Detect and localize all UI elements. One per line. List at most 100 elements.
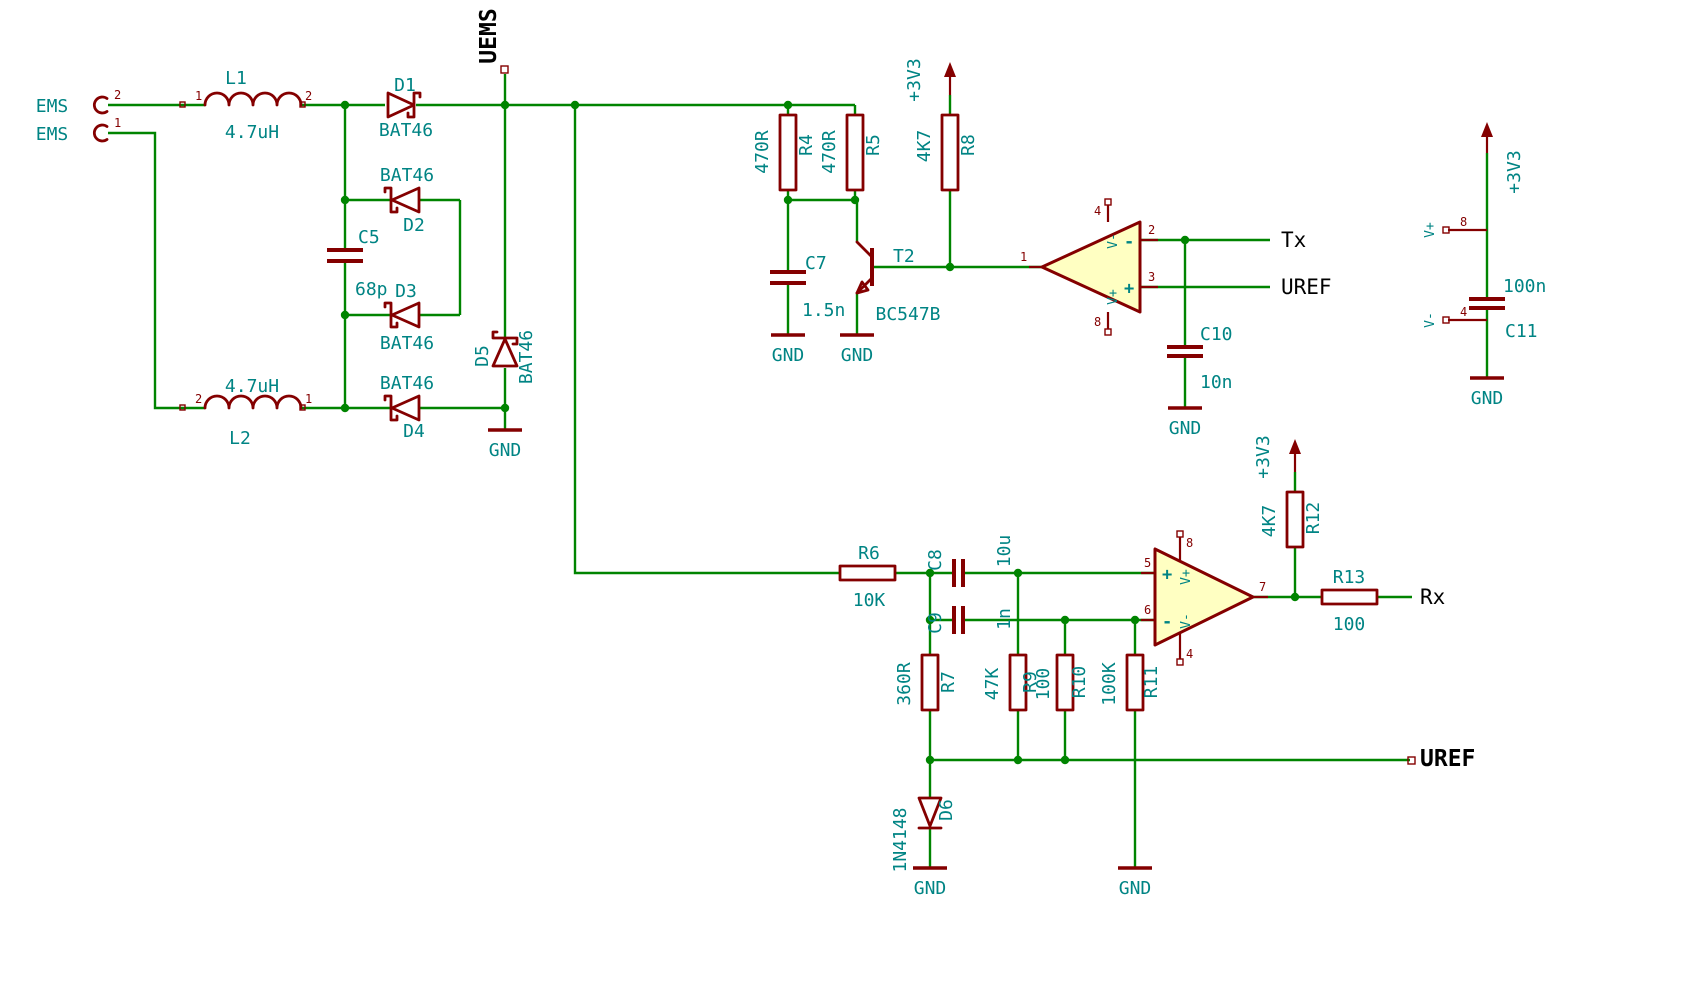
opamp-a-pin1: 1 <box>1020 250 1027 264</box>
capacitor-C10[interactable]: C10 10n <box>1167 324 1233 393</box>
diode-D1[interactable]: D1 BAT46 <box>379 75 433 141</box>
vminus-pin-number: 4 <box>1460 305 1467 319</box>
diode-D6[interactable]: D6 1N4148 <box>890 796 957 873</box>
nc-marker <box>1104 328 1112 336</box>
resistor-R9[interactable]: 47K R9 <box>982 653 1041 712</box>
capacitor-C5[interactable]: C5 68p <box>327 227 388 300</box>
resistor-R12[interactable]: 4K7 R12 <box>1259 490 1324 549</box>
power-pin-stubs <box>1448 228 1487 322</box>
inductor-coil <box>203 91 303 107</box>
opamp-power-pins[interactable]: V+ 8 V- 4 <box>1423 215 1487 328</box>
resistor-R7[interactable]: 360R R7 <box>894 653 959 712</box>
transistor-T2[interactable]: T2 BC547B <box>855 240 941 325</box>
opamp-a-vtop-label: V- <box>1106 233 1121 249</box>
power-3v3-c11: +3V3 <box>1481 122 1525 194</box>
opamp-b-inv-sign: - <box>1162 612 1172 632</box>
resistor-body <box>920 653 940 712</box>
pin-end-marker <box>299 404 306 411</box>
capacitor-C11[interactable]: 100n C11 <box>1469 276 1546 342</box>
vminus-pin-name: V- <box>1423 312 1438 328</box>
resistor-R4[interactable]: 470R R4 <box>752 113 817 192</box>
resistor-body <box>838 564 897 582</box>
R13-value: 100 <box>1333 614 1366 635</box>
power-arrow-head <box>944 62 956 77</box>
diode-cathode-bar <box>383 394 399 422</box>
gnd-label: GND <box>1169 418 1202 439</box>
nc-marker <box>1104 198 1112 206</box>
R12-value: 4K7 <box>1259 505 1280 538</box>
opamp-triangle <box>1153 547 1255 647</box>
net-label-uems[interactable]: UEMS <box>476 8 509 74</box>
opamp-a-noninv-sign: + <box>1124 279 1134 299</box>
inductor-L2[interactable]: 4.7uH L2 2 1 <box>179 376 312 449</box>
opamp-a-pin2: 2 <box>1148 223 1155 237</box>
opamp-b-noninv-sign: + <box>1162 565 1172 585</box>
gnd-symbol-t2: GND <box>840 333 874 366</box>
L2-pin-right: 1 <box>305 392 312 406</box>
diode-D5[interactable]: D5 BAT46 <box>472 330 537 384</box>
diode-cathode-bar <box>406 91 422 119</box>
opamp-a-vbot-label: V+ <box>1106 289 1121 305</box>
resistor-R6[interactable]: R6 10K <box>838 543 897 611</box>
C10-value: 10n <box>1200 372 1233 393</box>
v3v3-label: +3V3 <box>904 58 925 101</box>
gnd-label: GND <box>914 878 947 899</box>
resistor-body <box>1125 653 1145 712</box>
resistor-R8[interactable]: 4K7 R8 <box>914 113 979 192</box>
R11-value: 100K <box>1099 662 1120 706</box>
R4-value: 470R <box>752 130 773 174</box>
C11-value: 100n <box>1503 276 1546 297</box>
net-label-rx[interactable]: Rx <box>1420 585 1445 609</box>
capacitor-C8[interactable]: C8 10u <box>925 535 1015 587</box>
net-label-tx[interactable]: Tx <box>1281 228 1306 252</box>
diode-D4[interactable]: BAT46 D4 <box>380 373 434 442</box>
opamp-b-pin5: 5 <box>1144 556 1151 570</box>
capacitor-C7[interactable]: C7 1.5n <box>770 253 845 321</box>
gnd-label: GND <box>1119 878 1152 899</box>
vplus-pin-name: V+ <box>1423 222 1438 238</box>
capacitor-plates <box>327 248 363 263</box>
inductor-L1[interactable]: L1 4.7uH 1 2 <box>179 68 312 143</box>
resistor-R5[interactable]: 470R R5 <box>819 113 884 192</box>
connector-pin1-number: 1 <box>114 116 121 130</box>
R11-ref: R11 <box>1141 666 1162 699</box>
C5-value: 68p <box>355 279 388 300</box>
capacitor-plates <box>770 270 806 285</box>
connector-ems[interactable]: EMS EMS 2 1 <box>36 88 121 145</box>
opamp-a[interactable]: 1 2 3 4 8 - + V- V+ <box>1020 198 1158 336</box>
diode-triangle <box>390 301 421 329</box>
connector-label-ems-top: EMS <box>36 96 69 117</box>
resistor-R10[interactable]: 100 R10 <box>1033 653 1090 712</box>
R5-value: 470R <box>819 130 840 174</box>
capacitor-plates <box>952 606 965 634</box>
pin-end-marker <box>179 404 186 411</box>
net-label-uref-bottom[interactable]: UREF <box>1407 746 1475 772</box>
uems-label: UEMS <box>476 8 502 63</box>
pin-end-marker <box>1442 316 1450 324</box>
diode-D2[interactable]: BAT46 D2 <box>380 165 434 236</box>
net-label-uref-top[interactable]: UREF <box>1281 275 1332 299</box>
power-3v3-r8: +3V3 <box>904 58 956 102</box>
capacitor-C9[interactable]: C9 1n <box>925 606 1015 634</box>
nc-marker <box>1176 658 1184 666</box>
gnd-label: GND <box>489 440 522 461</box>
transistor-collector <box>855 240 874 259</box>
D3-ref: D3 <box>395 281 417 302</box>
R9-ref: R9 <box>1020 671 1041 693</box>
R5-ref: R5 <box>863 134 884 156</box>
R9-value: 47K <box>982 668 1003 701</box>
diode-triangle <box>390 186 421 214</box>
nc-marker <box>1176 530 1184 538</box>
transistor-emitter-arrow <box>855 280 870 295</box>
opamp-b[interactable]: 5 6 7 8 4 + - V+ V- <box>1141 530 1268 666</box>
T2-ref: T2 <box>893 246 915 267</box>
D6-value: 1N4148 <box>890 807 911 872</box>
diode-D3[interactable]: D3 BAT46 <box>380 281 434 354</box>
R12-ref: R12 <box>1303 502 1324 535</box>
capacitor-plates <box>952 559 965 587</box>
D4-ref: D4 <box>403 421 425 442</box>
resistor-R13[interactable]: R13 100 <box>1320 567 1379 635</box>
resistor-R11[interactable]: 100K R11 <box>1099 653 1162 712</box>
diode-triangle <box>917 796 943 828</box>
